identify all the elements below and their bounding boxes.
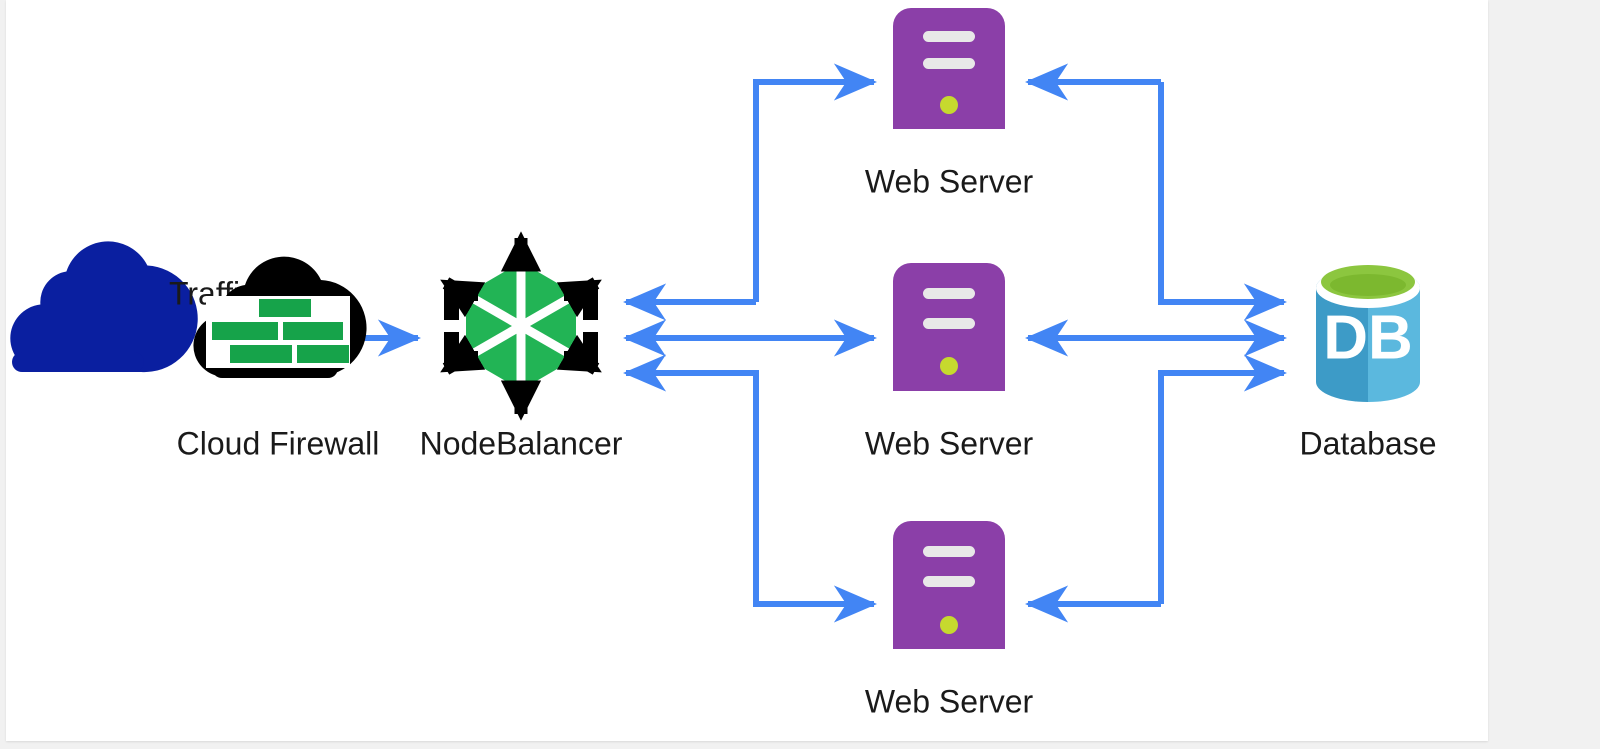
web-server-top-label: Web Server xyxy=(865,163,1034,199)
balancer-label: NodeBalancer xyxy=(420,425,623,461)
web-server-middle-label: Web Server xyxy=(865,425,1034,461)
firewall-brick xyxy=(259,299,311,317)
firewall-brick xyxy=(283,322,343,340)
database-badge-text: DB xyxy=(1323,303,1413,372)
database-cylinder-icon: DB xyxy=(1316,265,1420,402)
server-tower-icon-middle xyxy=(893,263,1005,391)
connection-layer xyxy=(148,63,1288,623)
connection-web-server-top-to-database xyxy=(1158,82,1288,321)
connection-web-server-bottom-to-database xyxy=(1158,370,1284,604)
nodebalancer-hexagon-icon xyxy=(440,231,602,421)
diagram-canvas: Traffic Cloud Firewall xyxy=(6,0,1488,741)
architecture-diagram: Traffic Cloud Firewall xyxy=(10,8,1437,719)
server-tower-icon-bottom xyxy=(893,521,1005,649)
database-label: Database xyxy=(1300,425,1437,461)
firewall-label: Cloud Firewall xyxy=(177,425,380,461)
server-tower-icon-top xyxy=(893,8,1005,129)
firewall-brick xyxy=(297,345,349,363)
firewall-cloud-brick-icon xyxy=(193,256,367,378)
firewall-brick xyxy=(212,322,278,340)
connection-balancer-to-web-server-top xyxy=(753,63,878,302)
firewall-brick xyxy=(230,345,292,363)
cloud-icon xyxy=(10,241,198,373)
connection-balancer-to-web-server-bottom xyxy=(626,370,878,623)
web-server-bottom-label: Web Server xyxy=(865,683,1034,719)
